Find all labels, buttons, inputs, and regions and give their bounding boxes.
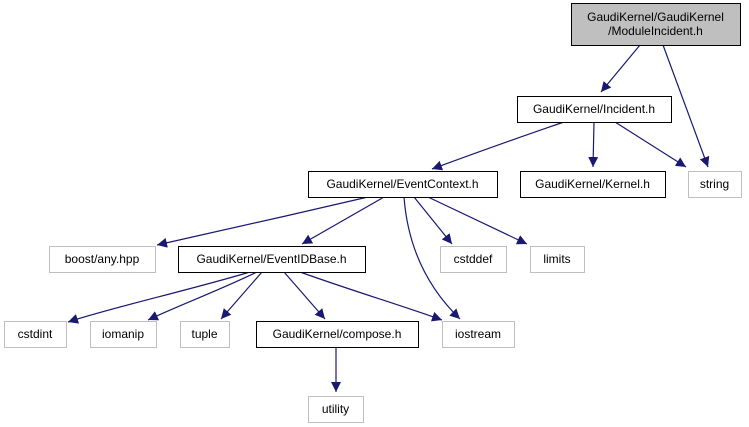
edge-eventidbase-to-iostream (299, 271, 443, 322)
node-box (688, 171, 742, 198)
edge-eventcontext-to-boostany (156, 196, 369, 248)
node-label: cstdint (18, 327, 53, 341)
node-cstddef: cstddef (440, 246, 507, 273)
edge-incident-to-kernel (588, 121, 599, 168)
node-label: tuple (191, 327, 217, 341)
edge-moduleincident-to-string (662, 44, 710, 168)
edge-incident-to-string (614, 121, 687, 168)
node-utility: utility (308, 396, 364, 423)
edge-eventcontext-to-iostream (403, 196, 461, 320)
node-label: GaudiKernel/EventIDBase.h (196, 252, 346, 266)
edge-eventcontext-to-eventidbase (301, 196, 385, 245)
node-box (530, 246, 585, 273)
node-box (440, 246, 507, 273)
node-eventcontext[interactable]: GaudiKernel/EventContext.h (308, 171, 498, 198)
edge-eventidbase-to-cstdint (67, 271, 251, 324)
edge-moduleincident-to-incident (600, 44, 641, 93)
node-label: iostream (455, 327, 501, 341)
edge-eventcontext-to-limits (427, 196, 528, 245)
node-label: string (700, 177, 729, 191)
node-label: GaudiKernel/EventContext.h (326, 177, 478, 191)
node-box (308, 396, 364, 423)
node-label: GaudiKernel/compose.h (273, 327, 402, 341)
node-iomanip: iomanip (90, 321, 157, 348)
node-incident[interactable]: GaudiKernel/Incident.h (517, 96, 672, 123)
node-cstdint: cstdint (4, 321, 67, 348)
node-box (571, 3, 741, 46)
node-box (90, 321, 157, 348)
node-label: /ModuleIncident.h (608, 24, 703, 38)
node-label: iomanip (102, 327, 144, 341)
node-boostany: boost/any.hpp (49, 246, 156, 273)
node-box (256, 321, 419, 348)
node-label: GaudiKernel/Kernel.h (535, 177, 650, 191)
node-iostream: iostream (442, 321, 515, 348)
node-eventidbase[interactable]: GaudiKernel/EventIDBase.h (178, 246, 366, 273)
node-box (517, 96, 672, 123)
node-box (308, 171, 498, 198)
node-label: GaudiKernel/Incident.h (533, 102, 655, 116)
node-label: boost/any.hpp (65, 252, 140, 266)
edge-incident-to-eventcontext (431, 121, 565, 171)
node-box (4, 321, 67, 348)
node-moduleincident[interactable]: GaudiKernel/GaudiKernel/ModuleIncident.h (571, 3, 741, 46)
node-string: string (688, 171, 742, 198)
node-box (442, 321, 515, 348)
node-label: GaudiKernel/GaudiKernel (587, 10, 724, 24)
node-kernel[interactable]: GaudiKernel/Kernel.h (520, 171, 666, 198)
node-label: utility (322, 402, 349, 416)
node-box (520, 171, 666, 198)
node-limits: limits (530, 246, 585, 273)
node-label: limits (543, 252, 570, 266)
edge-eventcontext-to-cstddef (413, 196, 453, 245)
node-tuple: tuple (180, 321, 230, 348)
node-compose[interactable]: GaudiKernel/compose.h (256, 321, 419, 348)
node-label: cstddef (454, 252, 493, 266)
node-box (180, 321, 230, 348)
edge-eventidbase-to-iomanip (147, 271, 258, 321)
node-box (178, 246, 366, 273)
node-box (49, 246, 156, 273)
edge-eventidbase-to-tuple (220, 271, 263, 320)
edge-eventidbase-to-compose (283, 271, 326, 320)
